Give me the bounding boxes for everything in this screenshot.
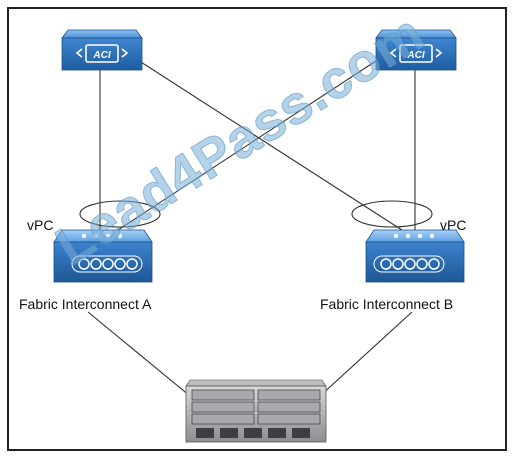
vpc-right-label: vPC	[440, 217, 467, 233]
vpc-left-label: vPC	[27, 217, 54, 233]
vpc-right-ellipse	[351, 200, 433, 228]
fabric-interconnect-icon	[53, 229, 153, 283]
link-fi-b-to-chassis	[319, 311, 413, 397]
fabric-interconnect-a-label: Fabric Interconnect A	[19, 296, 152, 312]
aci-switch-icon: ACI	[61, 29, 143, 71]
diagram-frame	[7, 7, 507, 451]
link-fi-a-to-chassis	[87, 311, 191, 397]
vpc-left-ellipse	[79, 200, 161, 228]
aci-text: ACI	[406, 50, 424, 61]
links	[87, 54, 416, 397]
blade-chassis-icon	[185, 379, 327, 443]
link-spine-left-to-fi-b	[129, 54, 406, 233]
link-spine-right-to-fi-a	[114, 54, 386, 233]
fabric-interconnect-b-label: Fabric Interconnect B	[320, 296, 454, 312]
aci-switch-icon: ACI	[375, 29, 457, 71]
aci-text: ACI	[92, 50, 110, 61]
fabric-interconnect-icon	[365, 229, 465, 283]
